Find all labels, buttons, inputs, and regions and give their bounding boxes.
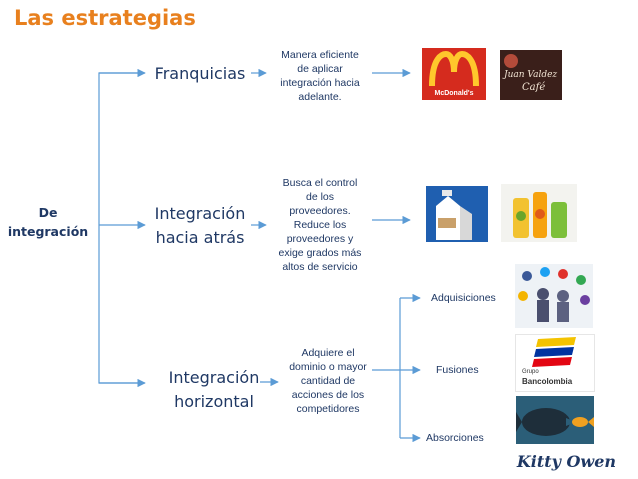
mcdonalds-logo: McDonald's: [422, 48, 486, 100]
description-franquicias: Manera eficiente de aplicar integración …: [268, 48, 372, 104]
milk-carton-image: [426, 186, 488, 242]
description-text: Busca el control de los proveedores. Red…: [278, 177, 362, 273]
acquisitions-image: [515, 264, 593, 328]
juan-valdez-logo: Juan Valdez Café: [500, 50, 562, 100]
bancolombia-line2: Bancolombia: [522, 377, 573, 386]
golden-arches-icon: [429, 50, 479, 87]
description-integracion-horizontal: Adquiere el dominio o mayor cantidad de …: [280, 346, 376, 416]
description-text: Adquiere el dominio o mayor cantidad de …: [289, 347, 367, 415]
absorptions-image: [516, 396, 594, 444]
juice-bottles-icon: [513, 192, 567, 238]
bancolombia-line1: Grupo: [522, 369, 539, 375]
branch-label: Integración horizontal: [168, 368, 260, 411]
description-integracion-hacia-atras: Busca el control de los proveedores. Red…: [268, 176, 372, 274]
big-fish-eating-small-fish-icon: [516, 408, 594, 436]
juan-valdez-emblem-icon: [504, 54, 518, 68]
juice-products-image: [501, 184, 577, 242]
sub-item-absorciones: Absorciones: [426, 432, 484, 444]
branch-integracion-horizontal: Integración horizontal: [158, 366, 270, 414]
sub-item-fusiones: Fusiones: [436, 364, 479, 376]
milk-carton-icon: [436, 190, 472, 240]
sub-item-adquisiciones: Adquisiciones: [431, 292, 496, 304]
juan-valdez-line2: Café: [522, 82, 546, 93]
branch-integracion-hacia-atras: Integración hacia atrás: [148, 202, 252, 250]
root-bracket: [98, 72, 140, 384]
juan-valdez-line1: Juan Valdez: [504, 70, 558, 80]
branch-label: Integración hacia atrás: [154, 204, 246, 247]
root-label: De integración: [7, 205, 89, 239]
description-text: Manera eficiente de aplicar integración …: [280, 49, 360, 103]
page-title: Las estrategias: [14, 6, 196, 30]
bancolombia-stripes-icon: [532, 337, 576, 367]
author-signature: Kitty Owen: [516, 452, 616, 471]
social-network-people-icon: [518, 267, 590, 322]
branch-label: Franquicias: [154, 64, 246, 83]
bancolombia-logo: Grupo Bancolombia: [515, 334, 595, 392]
mcdonalds-text: McDonald's: [434, 90, 474, 97]
root-node: De integración: [4, 203, 92, 241]
branch-franquicias: Franquicias: [148, 62, 252, 86]
